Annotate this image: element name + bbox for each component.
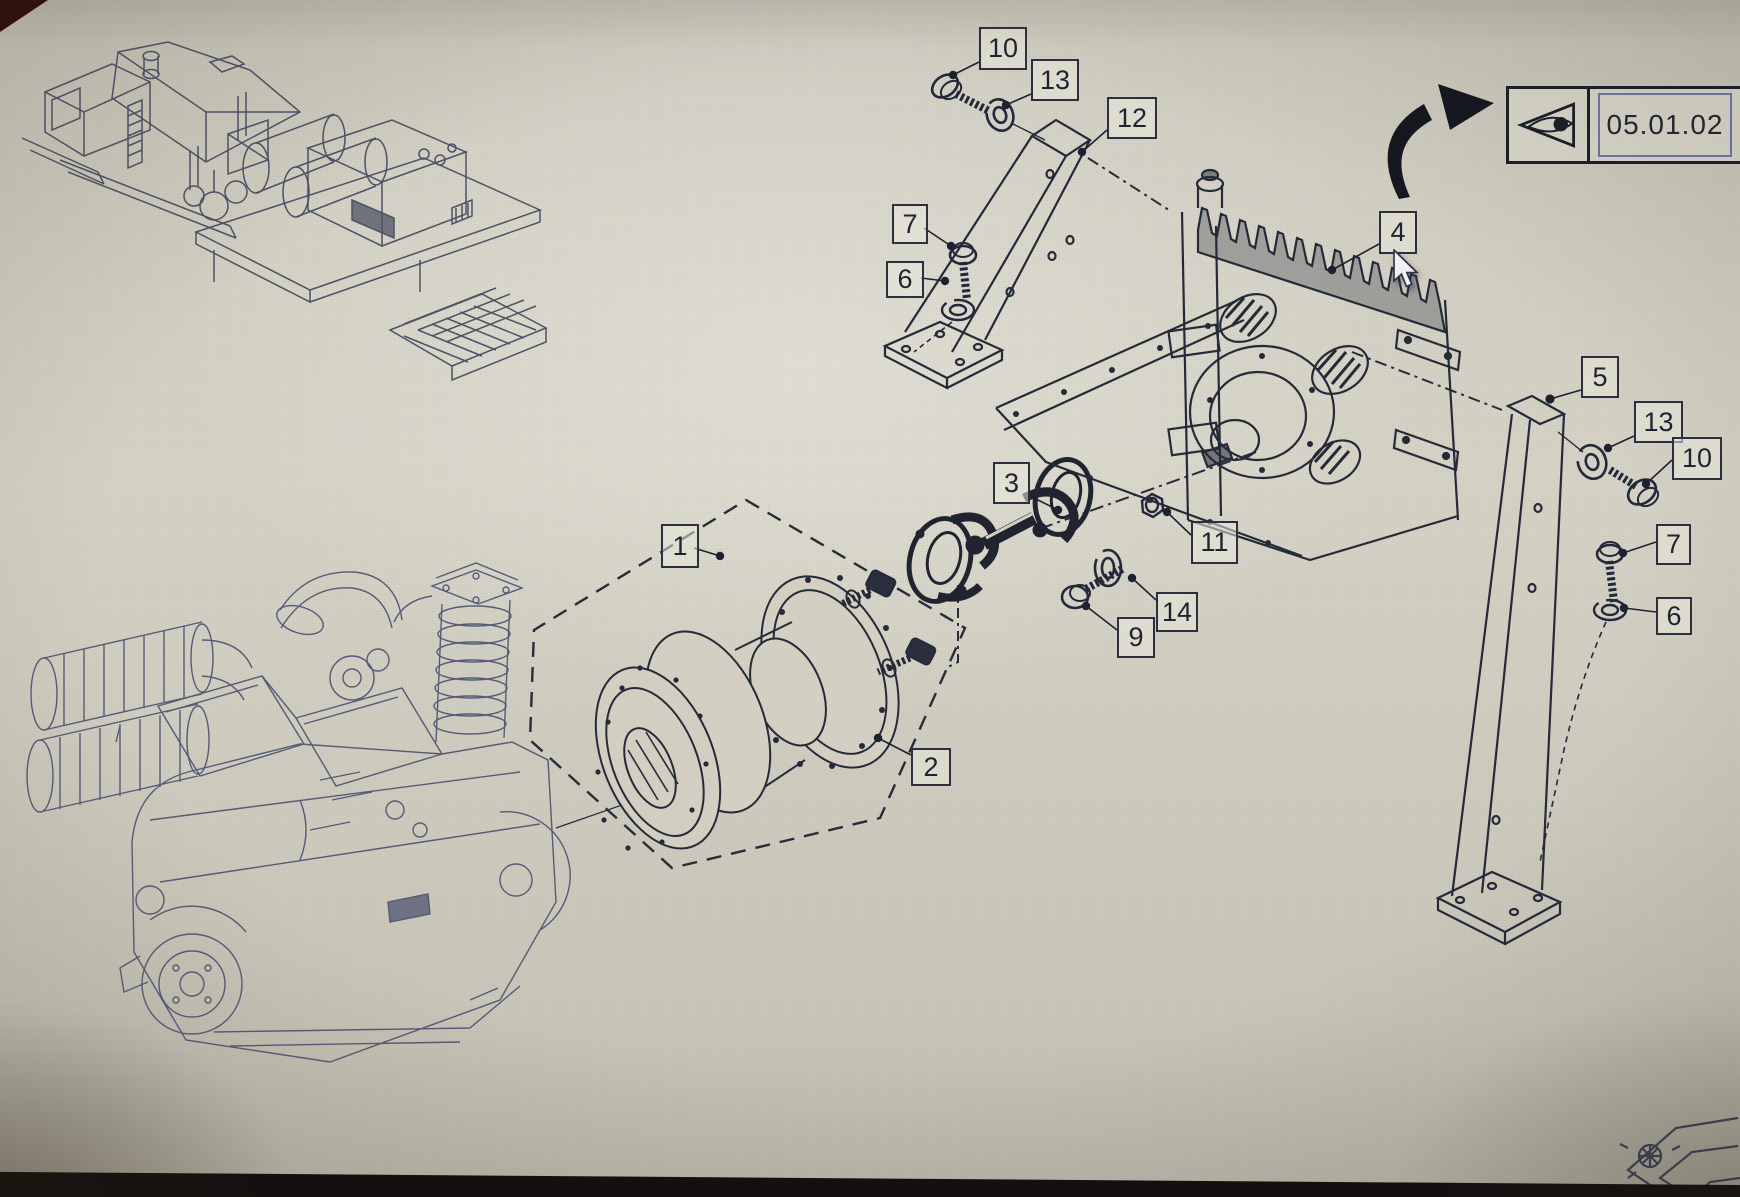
callout-label: 5 [1592, 361, 1608, 392]
callout-label: 12 [1116, 102, 1148, 133]
callout-2[interactable]: 2 [911, 748, 951, 786]
callout-12[interactable]: 12 [1107, 97, 1157, 139]
callout-label: 14 [1161, 596, 1193, 627]
callout-6-right[interactable]: 6 [1656, 597, 1692, 635]
callout-14[interactable]: 14 [1156, 592, 1198, 632]
bolt-icon [1607, 466, 1660, 508]
arrow-cursor-icon [1393, 248, 1423, 296]
lock-washer-icon [985, 98, 1046, 141]
callout-label: 1 [672, 530, 688, 561]
callout-4[interactable]: 4 [1379, 211, 1417, 254]
callout-label: 2 [923, 751, 939, 782]
driveshaft-ujoint-drawing [906, 457, 1094, 604]
eye-icon [1509, 89, 1590, 161]
mount-bracket-left-drawing [882, 118, 1093, 390]
callout-label: 7 [1665, 529, 1682, 559]
coupling-bolt-icon [840, 569, 897, 609]
hatched-port-icon [1219, 293, 1277, 343]
bolt-icon [948, 242, 978, 301]
lock-washer-icon [1557, 431, 1608, 481]
coupling-assembly-drawing [594, 569, 937, 851]
washer-icon [913, 298, 976, 353]
bolt-icon [930, 73, 991, 115]
reference-code: 05.01.02 [1598, 93, 1732, 157]
reference-arrow-icon [1387, 84, 1494, 199]
callout-label: 4 [1390, 217, 1406, 247]
see-reference-box[interactable]: 05.01.02 [1506, 86, 1740, 164]
callout-label: 13 [1643, 406, 1674, 437]
callout-7-right[interactable]: 7 [1656, 524, 1691, 565]
callout-5[interactable]: 5 [1581, 356, 1619, 398]
mount-bracket-right-drawing [1435, 394, 1567, 946]
callout-6-left[interactable]: 6 [886, 261, 924, 298]
callout-10-top[interactable]: 10 [979, 27, 1027, 70]
callout-7-left[interactable]: 7 [892, 204, 928, 244]
callout-label: 13 [1039, 64, 1071, 95]
bolt-icon [1595, 541, 1625, 603]
gearbox-drawing [995, 168, 1462, 562]
callout-1[interactable]: 1 [661, 524, 699, 568]
hatched-port-icon [1311, 345, 1369, 395]
callout-9[interactable]: 9 [1117, 617, 1155, 658]
bolt-icon [1060, 564, 1126, 610]
coupling-bolt-icon [876, 637, 937, 678]
callout-label: 6 [1666, 600, 1682, 631]
callout-leader-lines [693, 61, 1673, 756]
callout-3[interactable]: 3 [993, 462, 1030, 504]
callout-13-top[interactable]: 13 [1031, 59, 1079, 101]
callout-label: 3 [1003, 467, 1020, 498]
coupling-group-boundary [528, 498, 967, 870]
callout-label: 10 [987, 33, 1019, 63]
callout-11[interactable]: 11 [1191, 521, 1238, 564]
callout-label: 7 [902, 208, 918, 239]
engine-drawing [26, 562, 571, 1063]
hatched-port-icon [1308, 439, 1362, 485]
machine-overview-drawing [21, 41, 548, 382]
callout-13-right[interactable]: 13 [1634, 401, 1683, 443]
callout-label: 11 [1200, 527, 1229, 557]
chevron-logo-icon [1619, 1116, 1740, 1197]
callout-10-right[interactable]: 10 [1672, 437, 1722, 480]
callout-label: 9 [1128, 622, 1144, 652]
callout-label: 6 [897, 264, 913, 294]
callout-label: 10 [1681, 443, 1713, 473]
